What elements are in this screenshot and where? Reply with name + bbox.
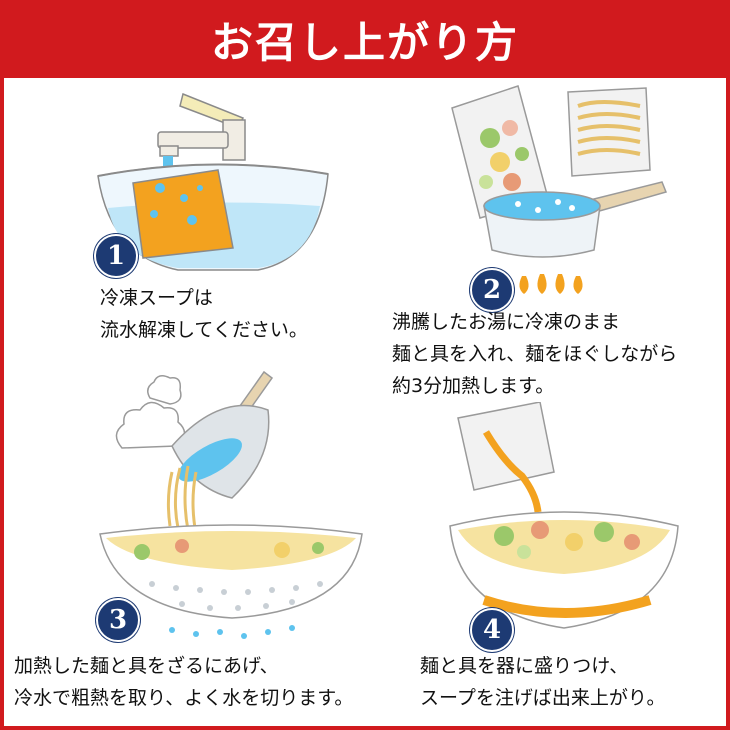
step-4-line-2: スープを注げば出来上がり。 (420, 687, 666, 709)
step-1-line-2: 流水解凍してください。 (100, 319, 308, 341)
header-bar: お召し上がり方 (0, 0, 730, 78)
step-2-line-2: 麺と具を入れ、麺をほぐしながら (392, 343, 678, 365)
step2-illustration (451, 85, 668, 294)
step-4-badge: 4 (470, 608, 514, 652)
step4-illustration (449, 402, 679, 629)
step-3-line-1: 加熱した麺と具をざるにあげ、 (14, 655, 279, 677)
step-3-badge: 3 (96, 598, 140, 642)
step-2-text: 沸騰したお湯に冷凍のまま 麺と具を入れ、麺をほぐしながら 約3分加熱します。 (392, 306, 677, 402)
step-4-text: 麺と具を器に盛りつけ、 スープを注げば出来上がり。 (420, 650, 665, 714)
step1-illustration (97, 92, 329, 271)
step3-illustration (99, 370, 363, 639)
step-1-line-1: 冷凍スープは (100, 287, 213, 309)
step-4-line-1: 麺と具を器に盛りつけ、 (420, 655, 629, 677)
step-2-line-3: 約3分加熱します。 (392, 375, 555, 397)
step-1-text: 冷凍スープは 流水解凍してください。 (100, 282, 308, 346)
step-3-text: 加熱した麺と具をざるにあげ、 冷水で粗熱を取り、よく水を切ります。 (14, 650, 353, 714)
step-3-line-2: 冷水で粗熱を取り、よく水を切ります。 (14, 687, 354, 709)
step-1-badge: 1 (94, 234, 138, 278)
page-title: お召し上がり方 (210, 17, 519, 67)
step-2-badge: 2 (470, 268, 514, 312)
step-2-line-1: 沸騰したお湯に冷凍のまま (392, 311, 621, 333)
